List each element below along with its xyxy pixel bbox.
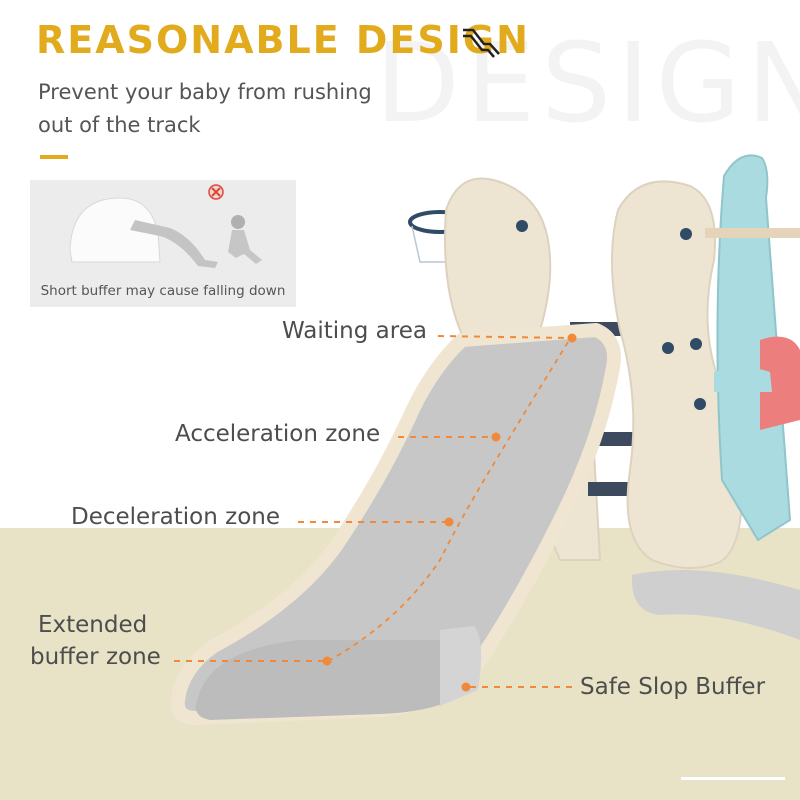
bottom-indicator-line	[681, 777, 785, 780]
short-slide-illustration	[69, 184, 262, 268]
callout-dot	[491, 432, 501, 442]
slide-buffer-end	[195, 640, 475, 720]
right-tower	[611, 180, 744, 570]
slide-chute	[170, 323, 621, 725]
callout-extended-line-1: Extended	[38, 612, 148, 638]
swing-seat-front	[714, 367, 772, 392]
subtext-line-2: out of the track	[38, 113, 201, 137]
slide-side-guard	[440, 626, 482, 706]
callout-safe-slop-buffer: Safe Slop Buffer	[580, 674, 766, 700]
callout-dot	[567, 333, 577, 343]
callout-dash	[437, 335, 571, 339]
subtext-line-1: Prevent your baby from rushing	[38, 80, 372, 104]
callout-extended-line-2: buffer zone	[30, 644, 161, 670]
accent-bar	[40, 155, 68, 159]
callout-acceleration-zone: Acceleration zone	[175, 421, 381, 447]
swing-back-panel	[716, 154, 792, 542]
swing-seat-red	[760, 336, 800, 430]
slide-icon	[463, 28, 500, 58]
subtext: Prevent your baby from rushing out of th…	[38, 76, 398, 142]
base-skid	[631, 570, 800, 640]
callout-deceleration-zone: Deceleration zone	[71, 504, 280, 530]
inset-caption: Short buffer may cause falling down	[40, 283, 286, 299]
callout-dot	[461, 682, 471, 692]
comparison-inset: Short buffer may cause falling down	[30, 180, 296, 307]
slide-trajectory-line	[329, 341, 569, 661]
callout-waiting-area: Waiting area	[282, 318, 427, 344]
headline: REASONABLE DESIGN	[36, 18, 530, 62]
swing-crossbar	[705, 228, 800, 238]
callout-dot	[322, 656, 332, 666]
callout-dot	[444, 517, 454, 527]
watermark-text: DESIGN	[375, 19, 800, 147]
